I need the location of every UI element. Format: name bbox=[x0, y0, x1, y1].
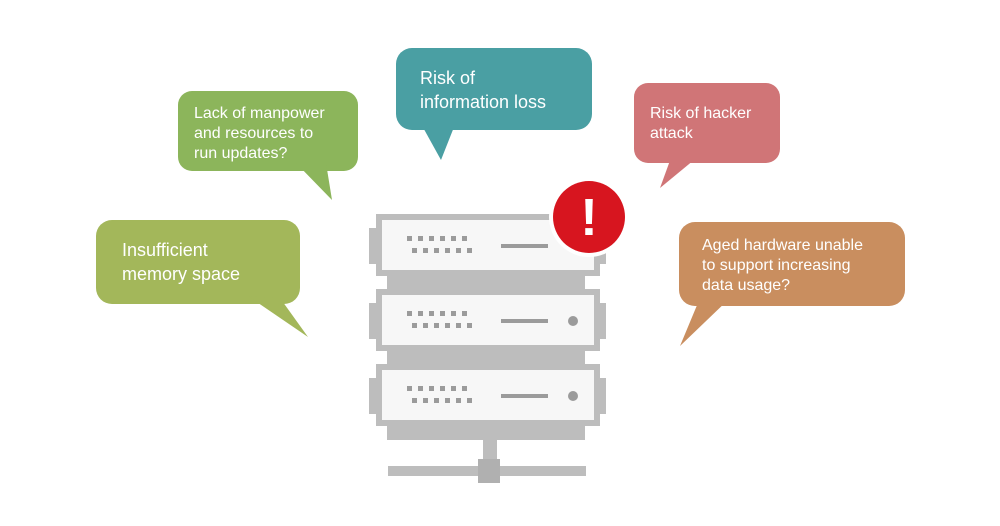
bubble-tail bbox=[420, 122, 456, 160]
bubble-hacker-line-1: Risk of hacker bbox=[650, 105, 752, 122]
bubble-memory-line-1: Insufficient bbox=[122, 240, 208, 260]
bubble-tail bbox=[248, 296, 308, 337]
server-stand-post bbox=[483, 433, 497, 467]
server-mount-left bbox=[369, 228, 379, 264]
vent-dot bbox=[440, 236, 445, 241]
alert-badge: ! bbox=[549, 177, 629, 257]
drive-slot bbox=[501, 244, 548, 248]
bubble-body bbox=[96, 220, 300, 304]
vent-dot bbox=[418, 386, 423, 391]
drive-slot bbox=[501, 394, 548, 398]
bubble-tail bbox=[660, 155, 700, 188]
server-stand-connector bbox=[478, 459, 500, 483]
status-light bbox=[568, 391, 578, 401]
vent-dot bbox=[440, 311, 445, 316]
server-mount-left bbox=[369, 303, 379, 339]
vent-dot bbox=[451, 236, 456, 241]
alert-icon bbox=[553, 181, 625, 253]
vent-dot bbox=[445, 398, 450, 403]
bubble-memory-line-2: memory space bbox=[122, 264, 240, 284]
vent-dot bbox=[429, 236, 434, 241]
speech-bubble-hardware: Aged hardware unable to support increasi… bbox=[679, 222, 905, 346]
vent-dot bbox=[462, 236, 467, 241]
bubble-manpower-line-2: and resources to bbox=[194, 125, 313, 142]
vent-dot bbox=[467, 248, 472, 253]
bubble-tail bbox=[680, 298, 730, 346]
bubble-hardware-line-1: Aged hardware unable bbox=[702, 237, 863, 254]
server-unit-2 bbox=[369, 289, 606, 365]
bubble-tail bbox=[296, 163, 332, 200]
bubble-body bbox=[679, 222, 905, 306]
vent-dot bbox=[440, 386, 445, 391]
server-rail bbox=[387, 424, 585, 440]
vent-dot bbox=[467, 398, 472, 403]
speech-bubble-info-loss: Risk of information loss bbox=[396, 48, 592, 160]
bubble-manpower-line-1: Lack of manpower bbox=[194, 105, 325, 122]
vent-dot bbox=[456, 398, 461, 403]
server-unit-3 bbox=[369, 364, 606, 440]
speech-bubble-memory: Insufficient memory space bbox=[96, 220, 308, 337]
bubble-manpower-line-3: run updates? bbox=[194, 145, 288, 162]
vent-dot bbox=[407, 386, 412, 391]
vent-dot bbox=[434, 323, 439, 328]
vent-dot bbox=[412, 398, 417, 403]
vent-dot bbox=[451, 311, 456, 316]
bubble-info-loss-line-2: information loss bbox=[420, 92, 546, 112]
server-mount-left bbox=[369, 378, 379, 414]
vent-dot bbox=[407, 236, 412, 241]
vent-dot bbox=[429, 386, 434, 391]
bubble-body bbox=[634, 83, 780, 163]
vent-dot bbox=[456, 248, 461, 253]
vent-dot bbox=[462, 386, 467, 391]
server-panel bbox=[382, 370, 594, 420]
bubble-body bbox=[396, 48, 592, 130]
vent-dot bbox=[445, 248, 450, 253]
vent-dot bbox=[418, 236, 423, 241]
drive-slot bbox=[501, 319, 548, 323]
speech-bubble-manpower: Lack of manpower and resources to run up… bbox=[178, 91, 358, 200]
vent-dot bbox=[445, 323, 450, 328]
vent-dot bbox=[456, 323, 461, 328]
bubble-hardware-line-3: data usage? bbox=[702, 277, 790, 294]
server-rack-icon bbox=[369, 214, 606, 483]
speech-bubble-hacker: Risk of hacker attack bbox=[634, 83, 780, 188]
server-mount-right bbox=[596, 378, 606, 414]
vent-dot bbox=[423, 323, 428, 328]
server-rail bbox=[387, 349, 585, 365]
vent-dot bbox=[467, 323, 472, 328]
alert-symbol: ! bbox=[580, 189, 597, 247]
server-panel bbox=[382, 295, 594, 345]
vent-dot bbox=[412, 323, 417, 328]
vent-dot bbox=[451, 386, 456, 391]
vent-dot bbox=[412, 248, 417, 253]
vent-dot bbox=[434, 248, 439, 253]
vent-dot bbox=[434, 398, 439, 403]
server-mount-right bbox=[596, 303, 606, 339]
vent-dot bbox=[429, 311, 434, 316]
bubble-body bbox=[178, 91, 358, 171]
vent-dot bbox=[462, 311, 467, 316]
bubble-info-loss-line-1: Risk of bbox=[420, 68, 476, 88]
server-rail bbox=[387, 274, 585, 290]
vent-dot bbox=[418, 311, 423, 316]
vent-dot bbox=[423, 398, 428, 403]
vent-dot bbox=[407, 311, 412, 316]
bubble-hardware-line-2: to support increasing bbox=[702, 257, 851, 274]
status-light bbox=[568, 316, 578, 326]
vent-dot bbox=[423, 248, 428, 253]
bubble-hacker-line-2: attack bbox=[650, 125, 694, 142]
